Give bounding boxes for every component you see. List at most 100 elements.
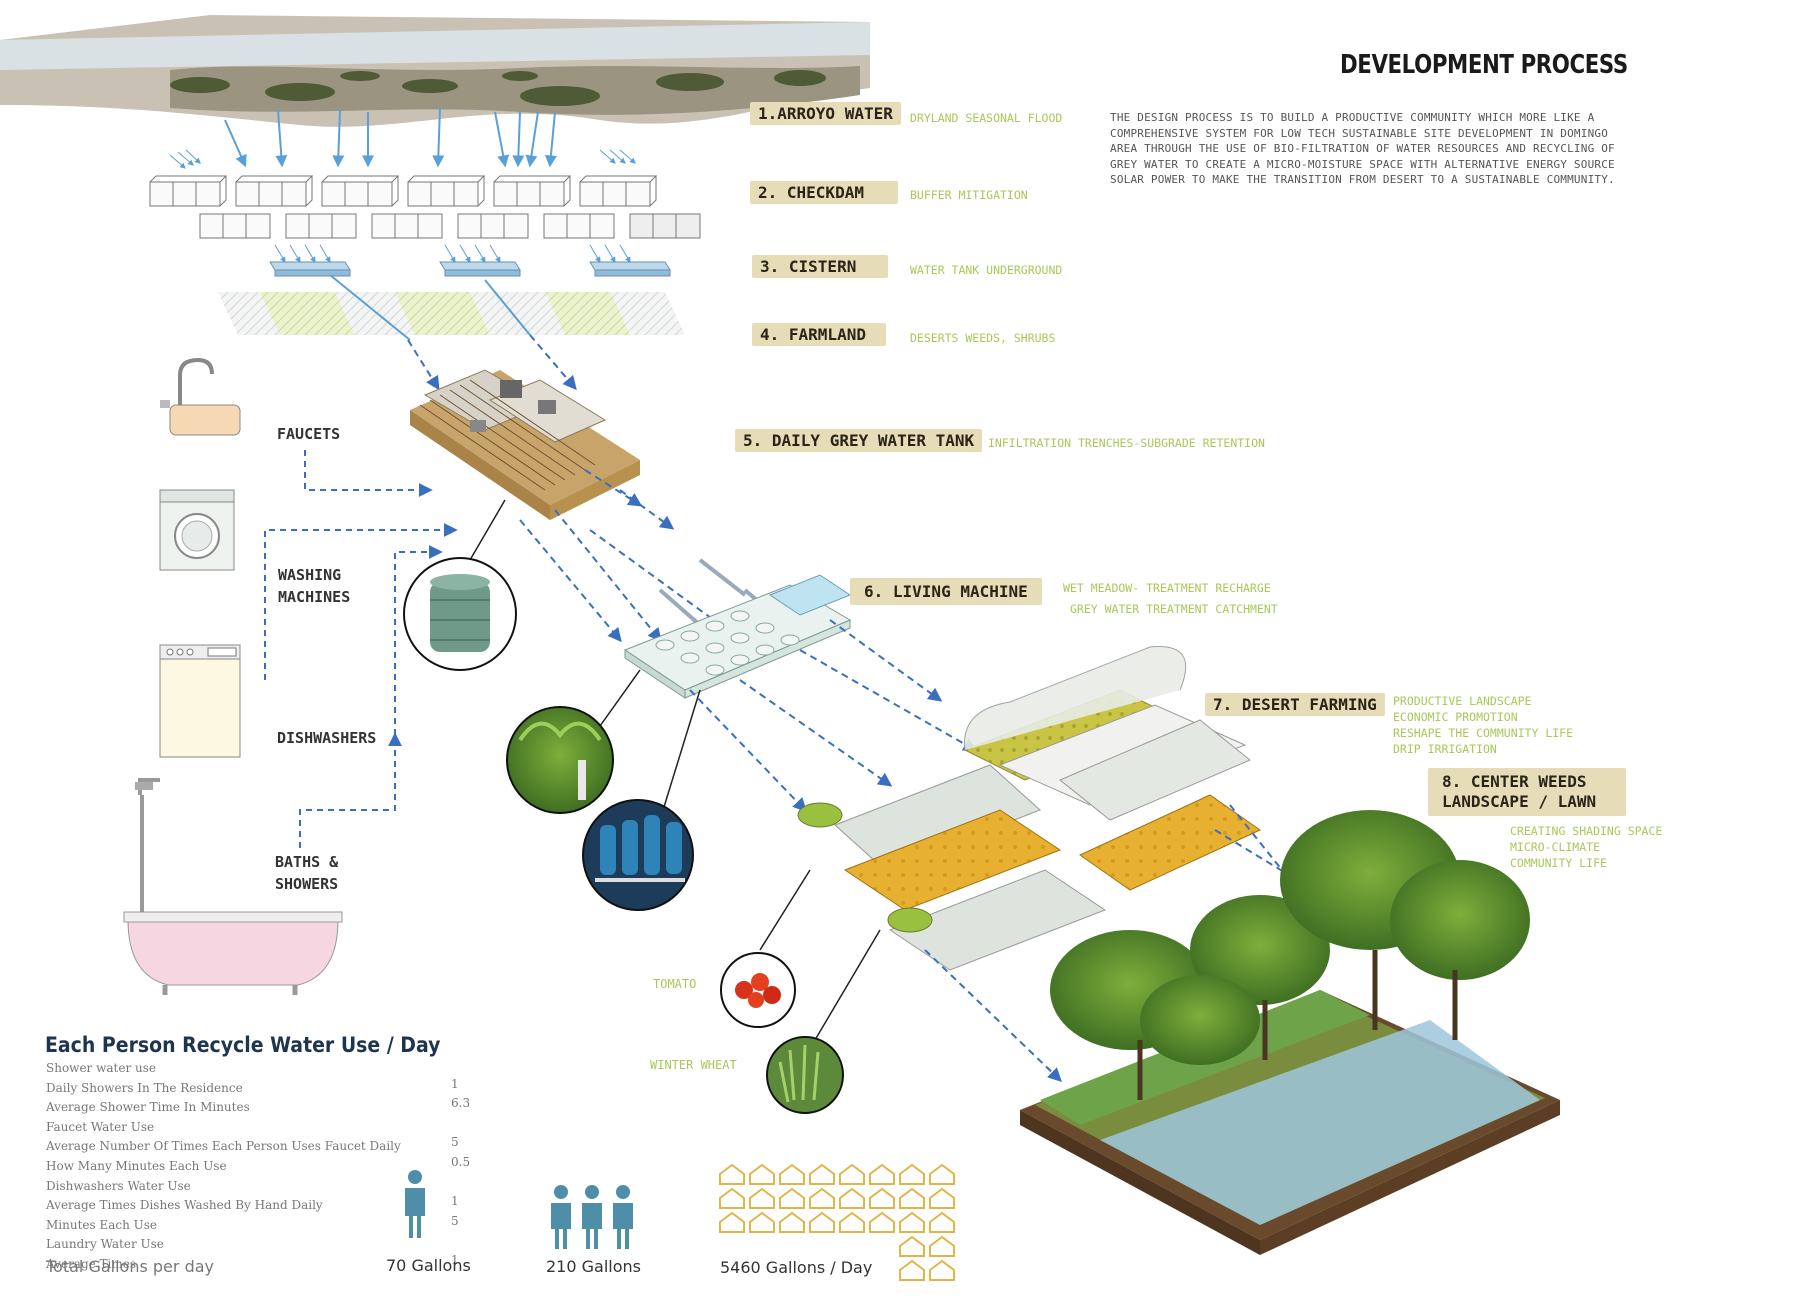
total-family: 210 Gallons (546, 1257, 641, 1276)
usage-row-label: Daily Showers In The Residence (46, 1080, 243, 1095)
usage-row-label: How Many Minutes Each Use (46, 1158, 227, 1173)
usage-row: Average Number Of Times Each Person Uses… (46, 1135, 466, 1155)
usage-row-value: 0.5 (451, 1154, 471, 1169)
total-community: 5460 Gallons / Day (720, 1258, 873, 1277)
step-8-sub-1: CREATING SHADING SPACE (1510, 824, 1663, 838)
house-icon (899, 1259, 925, 1281)
baths-line-2: SHOWERS (275, 875, 339, 893)
step-2-tag: 2. CHECKDAM (750, 181, 898, 204)
living-machine (623, 574, 852, 699)
step-7-sub-1: PRODUCTIVE LANDSCAPE (1393, 694, 1532, 708)
step-5-sub: INFILTRATION TRENCHES-SUBGRADE RETENTION (988, 436, 1265, 450)
baths-line-1: BATHS & (275, 853, 339, 871)
house-icon (839, 1187, 865, 1209)
step-1-tag: 1.ARROYO WATER (750, 102, 901, 125)
dishwashers-label: DISHWASHERS (277, 729, 377, 747)
house-icon (809, 1211, 835, 1233)
usage-row-value: 1 (451, 1076, 459, 1091)
house-inflow-arrows (407, 334, 577, 391)
step-1-sub: DRYLAND SEASONAL FLOOD (910, 111, 1063, 125)
house-icon (809, 1187, 835, 1209)
washing-machine-icon (159, 489, 235, 571)
house-icon (929, 1235, 955, 1257)
step-3-tag: 3. CISTERN (752, 255, 888, 278)
house-icon (929, 1259, 955, 1281)
landscape-block (1020, 810, 1560, 1255)
washing-line-1: WASHING (278, 566, 342, 584)
step-8-sub-3: COMMUNITY LIFE (1510, 856, 1607, 870)
house-icon (749, 1187, 775, 1209)
rain-arrows (169, 149, 636, 169)
step-6-sub-2: GREY WATER TREATMENT CATCHMENT (1070, 602, 1278, 616)
step-5-tag: 5. DAILY GREY WATER TANK (735, 429, 983, 452)
tank-callout-line (469, 499, 506, 561)
person-icon (405, 1170, 425, 1238)
filter-photo (582, 799, 694, 911)
usage-row: Dishwashers Water Use (46, 1175, 466, 1195)
house-icon (929, 1187, 955, 1209)
usage-row-label: Average Times Dishes Washed By Hand Dail… (46, 1198, 323, 1213)
usage-row-value: 6.3 (451, 1096, 471, 1111)
usage-row-label: Average Shower Time In Minutes (46, 1100, 250, 1115)
step-4-tag: 4. FARMLAND (752, 323, 886, 346)
house-icon (899, 1187, 925, 1209)
arroyo-panorama (0, 15, 870, 127)
faucets-label: FAUCETS (277, 425, 341, 443)
step-6-tag: 6. LIVING MACHINE (850, 578, 1042, 605)
house-icon (809, 1163, 835, 1185)
usage-row-label: Faucet Water Use (46, 1119, 155, 1134)
house-icon (929, 1211, 955, 1233)
usage-row: How Many Minutes Each Use 0.5 (46, 1155, 470, 1175)
farming-callouts (759, 869, 881, 1041)
treated-water-arrows (689, 619, 978, 813)
tomato-label: TOMATO (653, 977, 697, 991)
usage-row-label: Dishwashers Water Use (46, 1178, 191, 1193)
usage-row: Shower water use (46, 1057, 466, 1077)
usage-row-label: Laundry Water Use (46, 1237, 164, 1252)
house-model (410, 369, 640, 520)
house-icon (719, 1163, 745, 1185)
bathtub-icon (123, 778, 343, 995)
usage-row-label: Shower water use (46, 1061, 156, 1075)
house-icon (719, 1187, 745, 1209)
plant-photo (506, 706, 614, 814)
step-7-sub-3: RESHAPE THE COMMUNITY LIFE (1393, 726, 1574, 740)
usage-row-value: 5 (451, 1213, 459, 1228)
step-3-sub: WATER TANK UNDERGROUND (910, 263, 1063, 277)
description: THE DESIGN PROCESS IS TO BUILD A PRODUCT… (1110, 111, 1615, 186)
house-icon (839, 1163, 865, 1185)
usage-row-label: Average Number Of Times Each Person Uses… (46, 1139, 401, 1154)
sink-icon (160, 357, 241, 436)
house-icon (869, 1211, 895, 1233)
washing-machines-label: WASHING MACHINES (278, 564, 350, 608)
arroyo-arrows (224, 107, 557, 168)
tomato-photo (720, 952, 796, 1028)
baths-showers-label: BATHS & SHOWERS (275, 851, 338, 895)
house-icon (839, 1211, 865, 1233)
step-8-sub-2: MICRO-CLIMATE (1510, 840, 1601, 854)
house-icon (869, 1163, 895, 1185)
usage-row: Faucet Water Use (46, 1116, 466, 1136)
checkdam-blocks (149, 175, 701, 239)
people-group-icon (551, 1185, 633, 1249)
total-label: Total Gallons per day (46, 1257, 214, 1276)
step-8-line-2: LANDSCAPE / LAWN (1442, 792, 1597, 811)
usage-row-value: 5 (451, 1135, 459, 1150)
usage-row-value: 1 (451, 1194, 459, 1209)
step-8-line-1: 8. CENTER WEEDS (1442, 772, 1587, 791)
usage-row-label: Average Times (46, 1256, 137, 1271)
washing-line-2: MACHINES (278, 588, 351, 606)
step-6-sub-1: WET MEADOW- TREATMENT RECHARGE (1063, 581, 1271, 595)
step-8-tag: 8. CENTER WEEDS LANDSCAPE / LAWN (1428, 768, 1626, 816)
house-icon (779, 1163, 805, 1185)
usage-row: Average Shower Time In Minutes 6.3 (46, 1096, 470, 1116)
house-icon (899, 1235, 925, 1257)
house-icon (749, 1163, 775, 1185)
cistern-to-house (329, 274, 531, 341)
farmland-strips (218, 292, 685, 335)
house-icon (719, 1211, 745, 1233)
